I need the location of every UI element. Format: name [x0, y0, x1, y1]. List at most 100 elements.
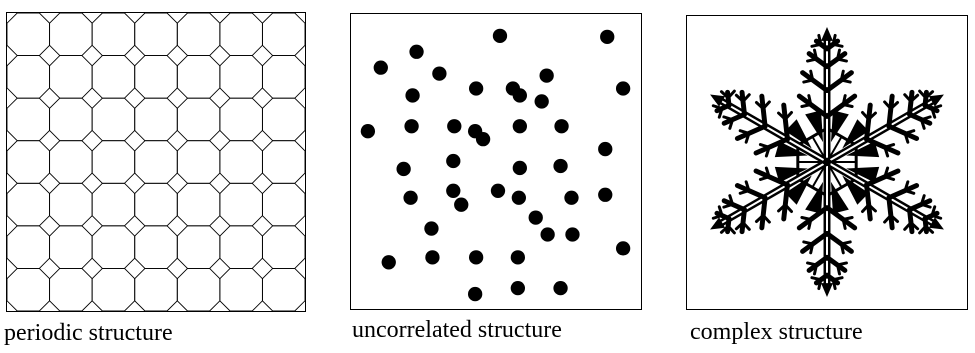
octagon-cell	[176, 267, 221, 311]
sub-branch	[831, 33, 837, 46]
sub-branch	[889, 213, 900, 224]
snowflake-arm	[710, 158, 829, 235]
side-branch	[796, 205, 830, 231]
octagon-cell	[49, 13, 93, 57]
side-branch	[886, 195, 895, 231]
dot	[528, 210, 543, 225]
side-branch	[721, 198, 747, 213]
octagon-cell	[7, 267, 51, 311]
sub-branch	[919, 202, 932, 209]
sub-branch	[930, 214, 943, 220]
sub-branch	[883, 175, 896, 181]
plate-wedge	[774, 141, 808, 158]
plate-wedge	[805, 181, 824, 214]
random-dots-figure	[360, 28, 631, 302]
sub-branch	[883, 213, 893, 224]
dot	[598, 141, 613, 157]
octagon-cell	[134, 97, 178, 142]
octagon-cell	[49, 182, 93, 227]
sub-branch	[831, 42, 844, 48]
side-branch	[739, 89, 747, 117]
dot	[554, 119, 569, 134]
sub-branch	[717, 205, 724, 217]
dot	[425, 250, 440, 265]
sub-branch	[807, 94, 813, 107]
sub-branch	[903, 221, 913, 231]
sub-branch	[930, 104, 943, 110]
plate-wedge	[774, 166, 808, 183]
dot	[424, 221, 439, 236]
sub-branch	[839, 240, 852, 246]
arm-highlight	[719, 99, 825, 161]
arm-highlight	[829, 163, 935, 225]
octagon-cell	[261, 225, 305, 269]
sub-branch	[728, 118, 735, 130]
sub-branch	[810, 42, 823, 48]
sub-branch	[741, 93, 751, 103]
arm-highlight	[829, 99, 935, 161]
center-ray	[811, 161, 828, 189]
octagon-cell	[7, 13, 51, 57]
side-branch	[759, 93, 768, 129]
sub-branch	[924, 224, 935, 234]
side-branch	[907, 207, 915, 235]
sub-branch	[841, 216, 854, 221]
sub-branch	[883, 143, 896, 149]
sub-branch	[839, 69, 845, 82]
octagon-cell	[134, 267, 178, 311]
sub-branch	[841, 103, 854, 108]
side-branch	[824, 93, 858, 119]
octagon-cell	[91, 140, 136, 184]
sub-branch	[861, 111, 871, 121]
sub-branch	[809, 69, 815, 82]
dot	[510, 280, 525, 296]
arm-tip	[928, 217, 944, 230]
sub-branch	[777, 203, 787, 213]
sub-branch	[903, 93, 913, 103]
octagon-cell	[49, 267, 93, 311]
side-branch	[886, 183, 920, 201]
sub-branch	[719, 90, 730, 100]
dot	[468, 81, 484, 96]
sub-branch	[806, 261, 818, 267]
octagon-cell	[176, 225, 221, 269]
dot	[409, 44, 424, 59]
snowflake	[710, 26, 944, 298]
side-branch	[824, 51, 848, 70]
plate-wedge	[830, 181, 849, 214]
octagon-cell	[134, 140, 178, 184]
dot	[373, 60, 388, 75]
side-branch	[907, 111, 933, 126]
center-ray	[811, 135, 828, 163]
octagon-cell	[7, 55, 51, 99]
dot	[512, 119, 527, 134]
dot	[565, 227, 580, 242]
sub-branch	[754, 213, 765, 224]
sub-branch	[836, 261, 848, 267]
side-branch	[824, 205, 858, 231]
dot	[446, 153, 461, 169]
sub-branch	[831, 276, 844, 282]
octagon-cell	[219, 55, 263, 99]
arm-tip	[710, 94, 726, 107]
plate-wedge	[846, 166, 880, 183]
sub-branch	[761, 100, 771, 111]
sub-branch	[717, 107, 724, 119]
side-branch	[721, 111, 747, 126]
dot	[403, 190, 418, 205]
sub-branch	[867, 111, 877, 121]
sub-branch	[802, 78, 815, 84]
dot	[600, 29, 615, 45]
octagon-cell	[91, 225, 136, 269]
sub-branch	[883, 145, 890, 158]
sub-branch	[807, 218, 813, 230]
octagon-cell	[7, 225, 51, 269]
sub-branch	[754, 100, 765, 111]
side-branch	[806, 254, 830, 273]
side-branch	[886, 123, 920, 141]
sub-branch	[726, 224, 736, 235]
octagon-cell	[176, 182, 221, 227]
dot	[475, 132, 491, 147]
octagon-cell	[91, 55, 136, 99]
sub-branch	[883, 166, 890, 179]
